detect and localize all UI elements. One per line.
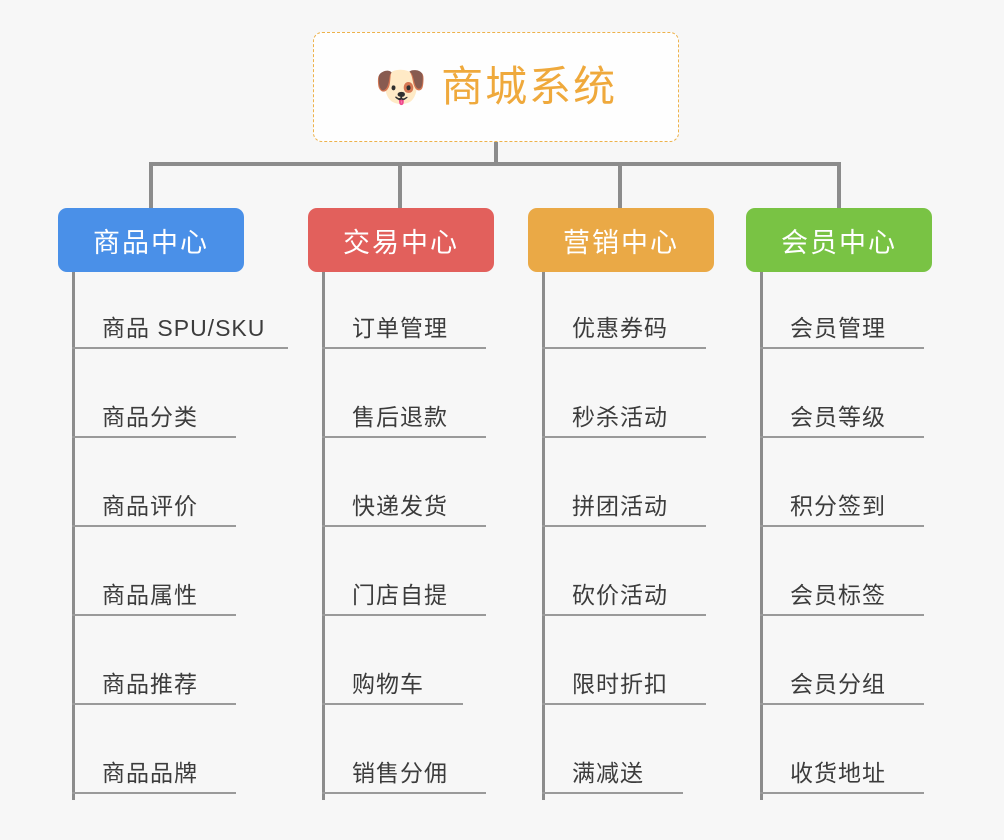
list-item-label: 售后退款 — [352, 404, 448, 430]
list-item-label: 商品属性 — [102, 582, 198, 608]
list-item-label: 商品推荐 — [102, 671, 198, 697]
column-spine-marketing-center — [542, 272, 545, 800]
category-header-product-center[interactable]: 商品中心 — [58, 208, 244, 272]
list-item-label: 商品品牌 — [102, 760, 198, 786]
list-item-label: 销售分佣 — [352, 760, 448, 786]
list-item-label: 商品 SPU/SKU — [102, 315, 266, 341]
list-item-underline — [72, 436, 236, 438]
list-item-label: 会员分组 — [790, 671, 886, 697]
column-spine-product-center — [72, 272, 75, 800]
category-header-label: 会员中心 — [781, 227, 897, 258]
category-header-member-center[interactable]: 会员中心 — [746, 208, 932, 272]
category-header-label: 商品中心 — [93, 227, 209, 258]
list-item-underline — [542, 525, 706, 527]
list-item-label: 满减送 — [572, 760, 644, 786]
list-item-label: 优惠券码 — [572, 315, 668, 341]
list-item-underline — [322, 792, 486, 794]
list-item-label: 购物车 — [352, 671, 424, 697]
list-item-underline — [322, 436, 486, 438]
list-item-label: 订单管理 — [352, 315, 448, 341]
list-item-underline — [322, 347, 486, 349]
connector-drop-trade-center — [398, 162, 402, 210]
list-item-underline — [760, 703, 924, 705]
list-item-underline — [72, 614, 236, 616]
connector-horizontal-bus — [149, 162, 841, 166]
list-item-label: 秒杀活动 — [572, 404, 668, 430]
list-item-underline — [542, 436, 706, 438]
list-item-label: 限时折扣 — [572, 671, 668, 697]
connector-drop-marketing-center — [618, 162, 622, 210]
list-item-underline — [72, 525, 236, 527]
category-header-marketing-center[interactable]: 营销中心 — [528, 208, 714, 272]
list-item-underline — [760, 347, 924, 349]
list-item-label: 商品评价 — [102, 493, 198, 519]
list-item-label: 拼团活动 — [572, 493, 668, 519]
column-spine-trade-center — [322, 272, 325, 800]
list-item-label: 门店自提 — [352, 582, 448, 608]
connector-drop-member-center — [837, 162, 841, 210]
list-item-underline — [322, 525, 486, 527]
list-item-underline — [72, 703, 236, 705]
list-item-label: 收货地址 — [790, 760, 886, 786]
list-item-underline — [760, 436, 924, 438]
connector-drop-product-center — [149, 162, 153, 210]
list-item-label: 会员等级 — [790, 404, 886, 430]
column-spine-member-center — [760, 272, 763, 800]
list-item-underline — [72, 792, 236, 794]
category-header-label: 营销中心 — [563, 227, 679, 258]
list-item-label: 砍价活动 — [572, 582, 668, 608]
list-item-label: 会员管理 — [790, 315, 886, 341]
list-item-underline — [542, 614, 706, 616]
root-node-shopping-mall-system[interactable]: 🐶 商城系统 — [313, 32, 679, 142]
list-item-label: 快递发货 — [352, 493, 448, 519]
list-item-underline — [542, 792, 683, 794]
list-item-underline — [760, 525, 924, 527]
list-item-underline — [542, 703, 706, 705]
list-item-underline — [760, 792, 924, 794]
list-item-label: 商品分类 — [102, 404, 198, 430]
list-item-underline — [760, 614, 924, 616]
list-item-underline — [542, 347, 706, 349]
shiba-dog-icon: 🐶 — [374, 63, 428, 110]
list-item-label: 会员标签 — [790, 582, 886, 608]
list-item-underline — [72, 347, 288, 349]
category-header-label: 交易中心 — [343, 227, 459, 258]
list-item-label: 积分签到 — [790, 493, 886, 519]
list-item-underline — [322, 703, 463, 705]
list-item-underline — [322, 614, 486, 616]
category-header-trade-center[interactable]: 交易中心 — [308, 208, 494, 272]
connector-root-stem — [494, 142, 498, 165]
root-node-title: 商城系统 — [441, 63, 618, 110]
